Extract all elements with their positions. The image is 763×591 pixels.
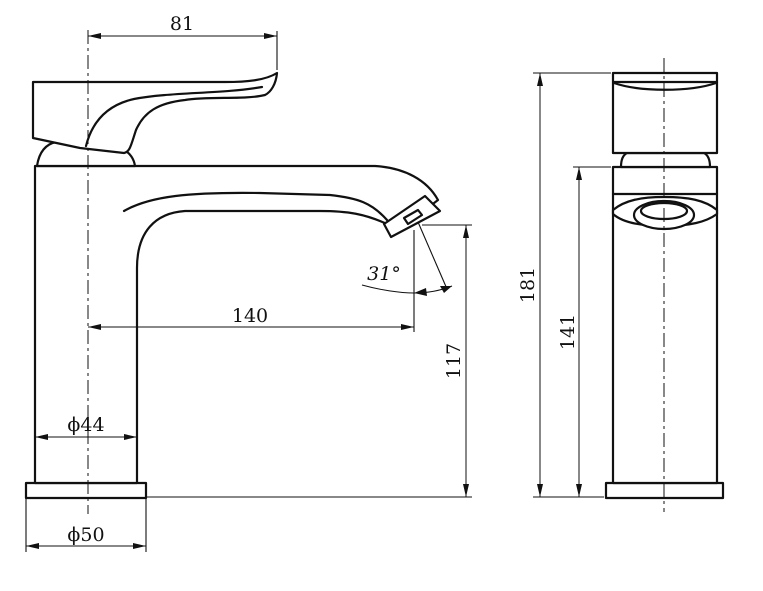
- dim-spout-angle-label: 31°: [367, 263, 401, 285]
- dim-spout-height-label: 117: [443, 343, 465, 379]
- side-handle-curve: [612, 81, 718, 91]
- dim-handle-reach-label: 81: [170, 13, 194, 35]
- front-aerator-slot: [402, 208, 424, 226]
- dim-total-height: 181: [517, 72, 611, 498]
- side-handle-block: [611, 71, 719, 155]
- dim-body-diameter-label: ϕ44: [67, 414, 104, 436]
- front-view: [24, 30, 442, 514]
- dim-body-height-label: 141: [557, 314, 579, 350]
- front-spout-upper-edge: [122, 191, 389, 222]
- dim-body-diameter: ϕ44: [35, 414, 137, 440]
- dim-base-diameter: ϕ50: [25, 498, 147, 552]
- dim-spout-reach: 140: [88, 230, 415, 332]
- dim-spout-height: 117: [146, 224, 472, 498]
- dim-body-height: 141: [557, 166, 611, 497]
- front-lever-inner-curve: [84, 85, 264, 148]
- dim-handle-reach: 81: [88, 13, 278, 70]
- front-base-plate: [24, 481, 148, 500]
- side-view: [604, 58, 725, 512]
- dim-spout-angle: 31°: [361, 221, 453, 296]
- side-cartridge-neck: [619, 151, 712, 169]
- dim-total-height-label: 181: [517, 267, 539, 303]
- front-body-spout: [33, 164, 440, 485]
- front-lever-handle: [31, 71, 279, 155]
- dim-base-diameter-label: ϕ50: [67, 524, 104, 546]
- dimensions: 81 140 31° 117: [25, 13, 611, 552]
- dim-spout-reach-label: 140: [232, 305, 268, 327]
